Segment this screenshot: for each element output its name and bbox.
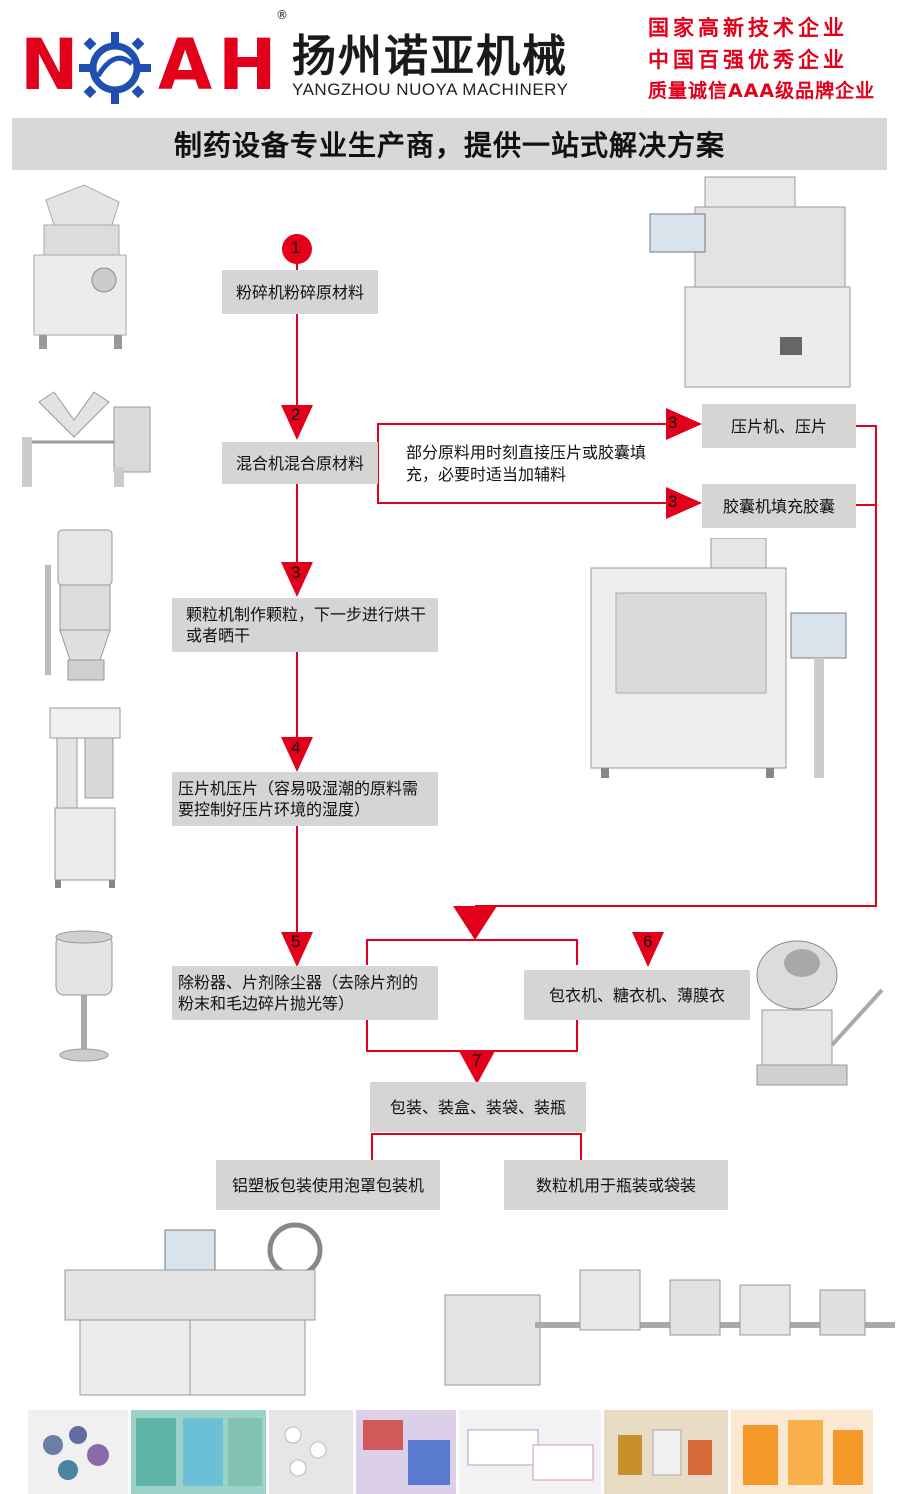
rotary-tablet-press-image [649, 176, 851, 388]
step-1-number: 1 [291, 238, 301, 257]
product-photo-strip [28, 1410, 873, 1494]
blister-packing-machine-image [64, 1222, 323, 1396]
step-4-number: 4 [291, 738, 301, 757]
slogan-1: 国家高新技术企业 [648, 16, 848, 40]
deduster-machine-image [55, 930, 113, 1062]
slogan-2: 中国百强优秀企业 [648, 48, 848, 72]
company-name-cn: 扬州诺亚机械 [292, 31, 568, 82]
merge-arrow [453, 906, 497, 940]
logo-letter-h: H [218, 24, 277, 106]
branch-note: 部分原料用时刻直接压片或胶囊填充，必要时适当加辅料 [406, 443, 647, 484]
counting-line-image [444, 1269, 895, 1386]
registered-mark: ® [276, 8, 288, 22]
step-6-box: 包衣机、糖衣机、薄膜衣 [524, 970, 750, 1020]
step-5-box: 除粉器、片剂除尘器（去除片剂的粉末和毛边碎片抛光等） [172, 966, 438, 1020]
gear-logo-icon [79, 32, 151, 104]
noah-logo: N A H [20, 20, 285, 106]
blister-packing-box: 铝塑板包装使用泡罩包装机 [216, 1160, 440, 1210]
step-5-marker [281, 932, 313, 967]
step-3-marker [281, 562, 313, 597]
step-7-marker [459, 1051, 495, 1084]
step-3-number: 3 [291, 563, 301, 582]
logo-letter-a: A [158, 24, 212, 106]
step-2-box: 混合机混合原材料 [222, 442, 378, 484]
step-6-number: 6 [643, 932, 653, 951]
page-title: 制药设备专业生产商，提供一站式解决方案 [12, 118, 887, 170]
branch-capsule-box: 胶囊机填充胶囊 [702, 484, 856, 528]
branch-press-marker [666, 408, 702, 440]
granulator-machine-image [45, 529, 113, 681]
step-2-number: 2 [291, 405, 301, 424]
branch-capsule-marker [666, 487, 702, 519]
capsule-filling-machine-image [590, 538, 847, 778]
logo-letter-n: N [20, 24, 79, 106]
coating-machine-image [756, 940, 884, 1086]
step-4-marker [281, 737, 313, 772]
slogan-3: 质量诚信AAA级品牌企业 [648, 80, 876, 102]
step-4-box: 压片机压片（容易吸湿潮的原料需要控制好压片环境的湿度） [172, 772, 438, 826]
step-1-marker [282, 234, 312, 264]
step-2-marker [281, 405, 313, 440]
branch-press-number: 3 [668, 413, 678, 432]
single-press-machine-image [49, 707, 121, 888]
crusher-machine-image [33, 184, 127, 349]
step-7-number: 7 [472, 1051, 482, 1070]
step-6-marker [632, 932, 664, 967]
step-5-number: 5 [291, 932, 301, 951]
step-3-box: 颗粒机制作颗粒，下一步进行烘干或者晒干 [172, 598, 438, 652]
branch-capsule-number: 3 [668, 492, 678, 511]
company-name-en: YANGZHOU NUOYA MACHINERY [292, 80, 569, 99]
step-7-box: 包装、装盒、装袋、装瓶 [370, 1082, 586, 1132]
counting-machine-box: 数粒机用于瓶装或袋装 [504, 1160, 728, 1210]
step-1-box: 粉碎机粉碎原材料 [222, 270, 378, 314]
v-mixer-machine-image [22, 391, 151, 487]
branch-press-box: 压片机、压片 [702, 404, 856, 448]
